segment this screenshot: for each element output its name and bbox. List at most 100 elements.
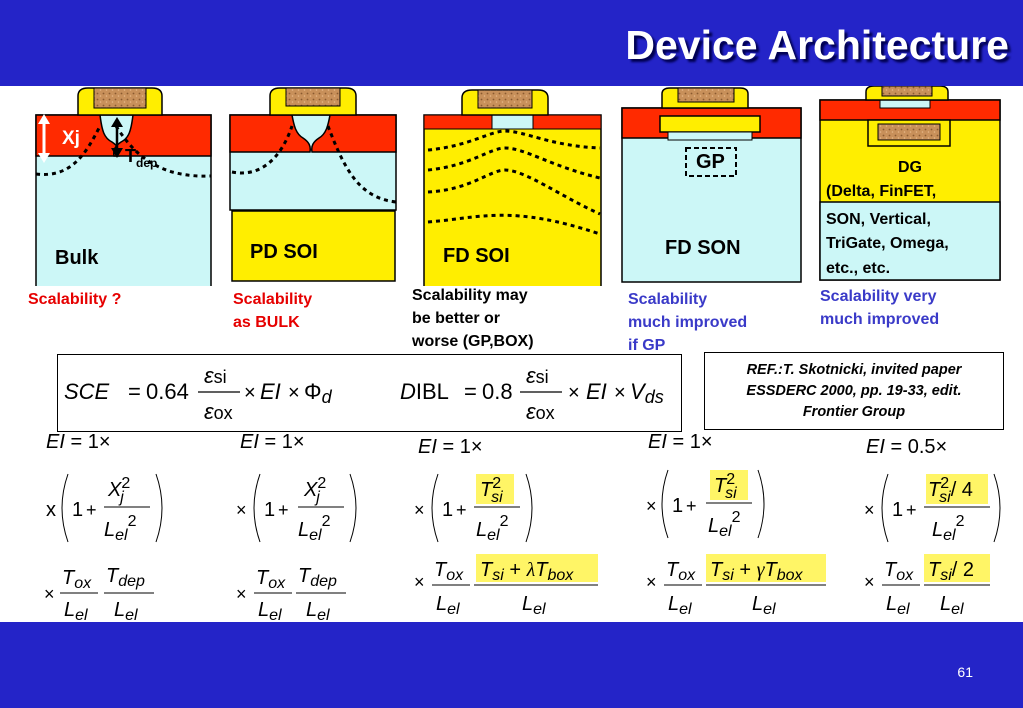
svg-text:×: × — [44, 584, 55, 604]
svg-text:×: × — [414, 500, 425, 520]
title-band — [0, 0, 1023, 86]
svg-text:×: × — [236, 500, 247, 520]
gp-label: GP — [696, 151, 725, 173]
dg-tox-factor: × Tox Lel Tsi/ 2 Lel — [864, 554, 990, 618]
page-title: Device Architecture — [625, 22, 1009, 68]
svg-text:×: × — [414, 572, 425, 592]
sce-symbol: SCE — [64, 379, 110, 404]
ei-dg: EI = 0.5× — [866, 436, 947, 458]
dg-label-5: etc., etc. — [826, 260, 890, 277]
dibl-symbol: DIBL — [400, 379, 449, 404]
svg-text:+: + — [906, 500, 917, 520]
svg-text:Tox: Tox — [434, 559, 464, 584]
device-diagrams: Xj Tdep Bulk PD SOI FD SOI GP FD SON — [35, 86, 1001, 286]
sce-eps-den: εox — [204, 399, 233, 424]
svg-text:×: × — [864, 500, 875, 520]
ei-fd-son: EI = 1× — [648, 431, 713, 453]
svg-text:+: + — [686, 496, 697, 516]
fd-son-device — [621, 87, 802, 283]
svg-text:Tox: Tox — [62, 567, 92, 592]
bulk-device — [35, 87, 212, 286]
svg-text:+: + — [456, 500, 467, 520]
svg-text:Lel: Lel — [752, 593, 776, 618]
svg-text:Lel2: Lel2 — [476, 513, 509, 544]
fd-son-caption: Scalability much improved if GP — [628, 291, 748, 354]
svg-text:×: × — [864, 572, 875, 592]
svg-text:Lel: Lel — [436, 593, 460, 618]
fd-son-label: FD SON — [665, 237, 741, 259]
footer-band — [0, 622, 1023, 708]
svg-text:Lel: Lel — [940, 593, 964, 618]
svg-text:Lel: Lel — [886, 593, 910, 618]
svg-text:+: + — [86, 500, 97, 520]
svg-text:Lel2: Lel2 — [298, 513, 331, 544]
dg-device — [819, 86, 1001, 281]
svg-text:1: 1 — [442, 499, 453, 521]
dibl-coefficient: 0.8 — [482, 379, 513, 404]
pd-soi-label: PD SOI — [250, 241, 318, 263]
svg-text:X2j: X2j — [107, 475, 130, 506]
sce-phi: Φd — [304, 379, 333, 407]
dibl-equals: = — [464, 379, 477, 404]
dibl-vds: Vds — [630, 379, 664, 407]
fd-soi-device — [423, 89, 602, 286]
svg-text:Tdep: Tdep — [298, 565, 337, 590]
svg-text:Lel2: Lel2 — [932, 513, 965, 544]
reference-line-3: Frontier Group — [802, 403, 906, 420]
svg-text:Tox: Tox — [256, 567, 286, 592]
svg-text:Tox: Tox — [666, 559, 696, 584]
xj-label: Xj — [62, 128, 80, 149]
svg-text:Tsi + λTbox: Tsi + λTbox — [480, 559, 574, 584]
ei-expressions: EI = 1× EI = 1× EI = 1× EI = 1× EI = 0.5… — [44, 431, 1001, 622]
bulk-label: Bulk — [55, 247, 99, 269]
ei-pd-soi: EI = 1× — [240, 431, 305, 453]
dg-label-2: (Delta, FinFET, — [826, 183, 936, 200]
svg-text:Tdep: Tdep — [106, 565, 145, 590]
dg-caption: Scalability very much improved — [820, 288, 940, 328]
svg-text:X2j: X2j — [303, 475, 326, 506]
dibl-eps-den: εox — [526, 399, 555, 424]
pd-soi-caption: Scalability as BULK — [233, 291, 313, 331]
svg-text:x: x — [46, 499, 56, 521]
reference-line-2: ESSDERC 2000, pp. 19-33, edit. — [746, 382, 962, 399]
svg-text:Lel: Lel — [668, 593, 692, 618]
scaling-formulas: SCE = 0.64 εsi εox × EI × Φd DIBL = 0.8 … — [64, 363, 664, 424]
fd-soi-caption: Scalability may be better or worse (GP,B… — [412, 287, 534, 350]
svg-text:×: × — [646, 572, 657, 592]
svg-text:1: 1 — [672, 495, 683, 517]
reference-box: REF.:T. Skotnicki, invited paper ESSDERC… — [704, 352, 1004, 430]
pd-soi-device — [229, 87, 397, 282]
ei-bulk: EI = 1× — [46, 431, 111, 453]
reference-line-1: REF.:T. Skotnicki, invited paper — [746, 361, 962, 378]
svg-text:×: × — [646, 496, 657, 516]
svg-text:Lel: Lel — [306, 599, 330, 622]
svg-text:1: 1 — [892, 499, 903, 521]
svg-text:Lel: Lel — [258, 599, 282, 622]
fd-son-tox-factor: × Tox Lel Tsi + γTbox Lel — [646, 554, 826, 618]
times-1: × — [244, 382, 256, 404]
dg-label-3: SON, Vertical, — [826, 211, 931, 228]
bulk-tox-factor: × Tox Lel Tdep Lel — [44, 565, 154, 622]
bulk-caption: Scalability ? — [28, 291, 122, 308]
svg-text:1: 1 — [72, 499, 83, 521]
svg-text:1: 1 — [264, 499, 275, 521]
tdep-label: Tdep — [125, 146, 157, 170]
svg-text:Lel: Lel — [522, 593, 546, 618]
sce-coefficient: 0.64 — [146, 379, 189, 404]
sce-eps-num: εsi — [204, 363, 227, 388]
fd-soi-tox-factor: × Tox Lel Tsi + λTbox Lel — [414, 554, 598, 618]
page-number: 61 — [957, 664, 973, 680]
times-4: × — [614, 382, 626, 404]
svg-text:Tsi + γTbox: Tsi + γTbox — [710, 559, 803, 584]
dg-label-4: TriGate, Omega, — [826, 235, 949, 252]
dg-label-1: DG — [898, 159, 922, 176]
svg-text:Lel: Lel — [64, 599, 88, 622]
scaling-formula-box: SCE = 0.64 εsi εox × EI × Φd DIBL = 0.8 … — [57, 354, 682, 432]
